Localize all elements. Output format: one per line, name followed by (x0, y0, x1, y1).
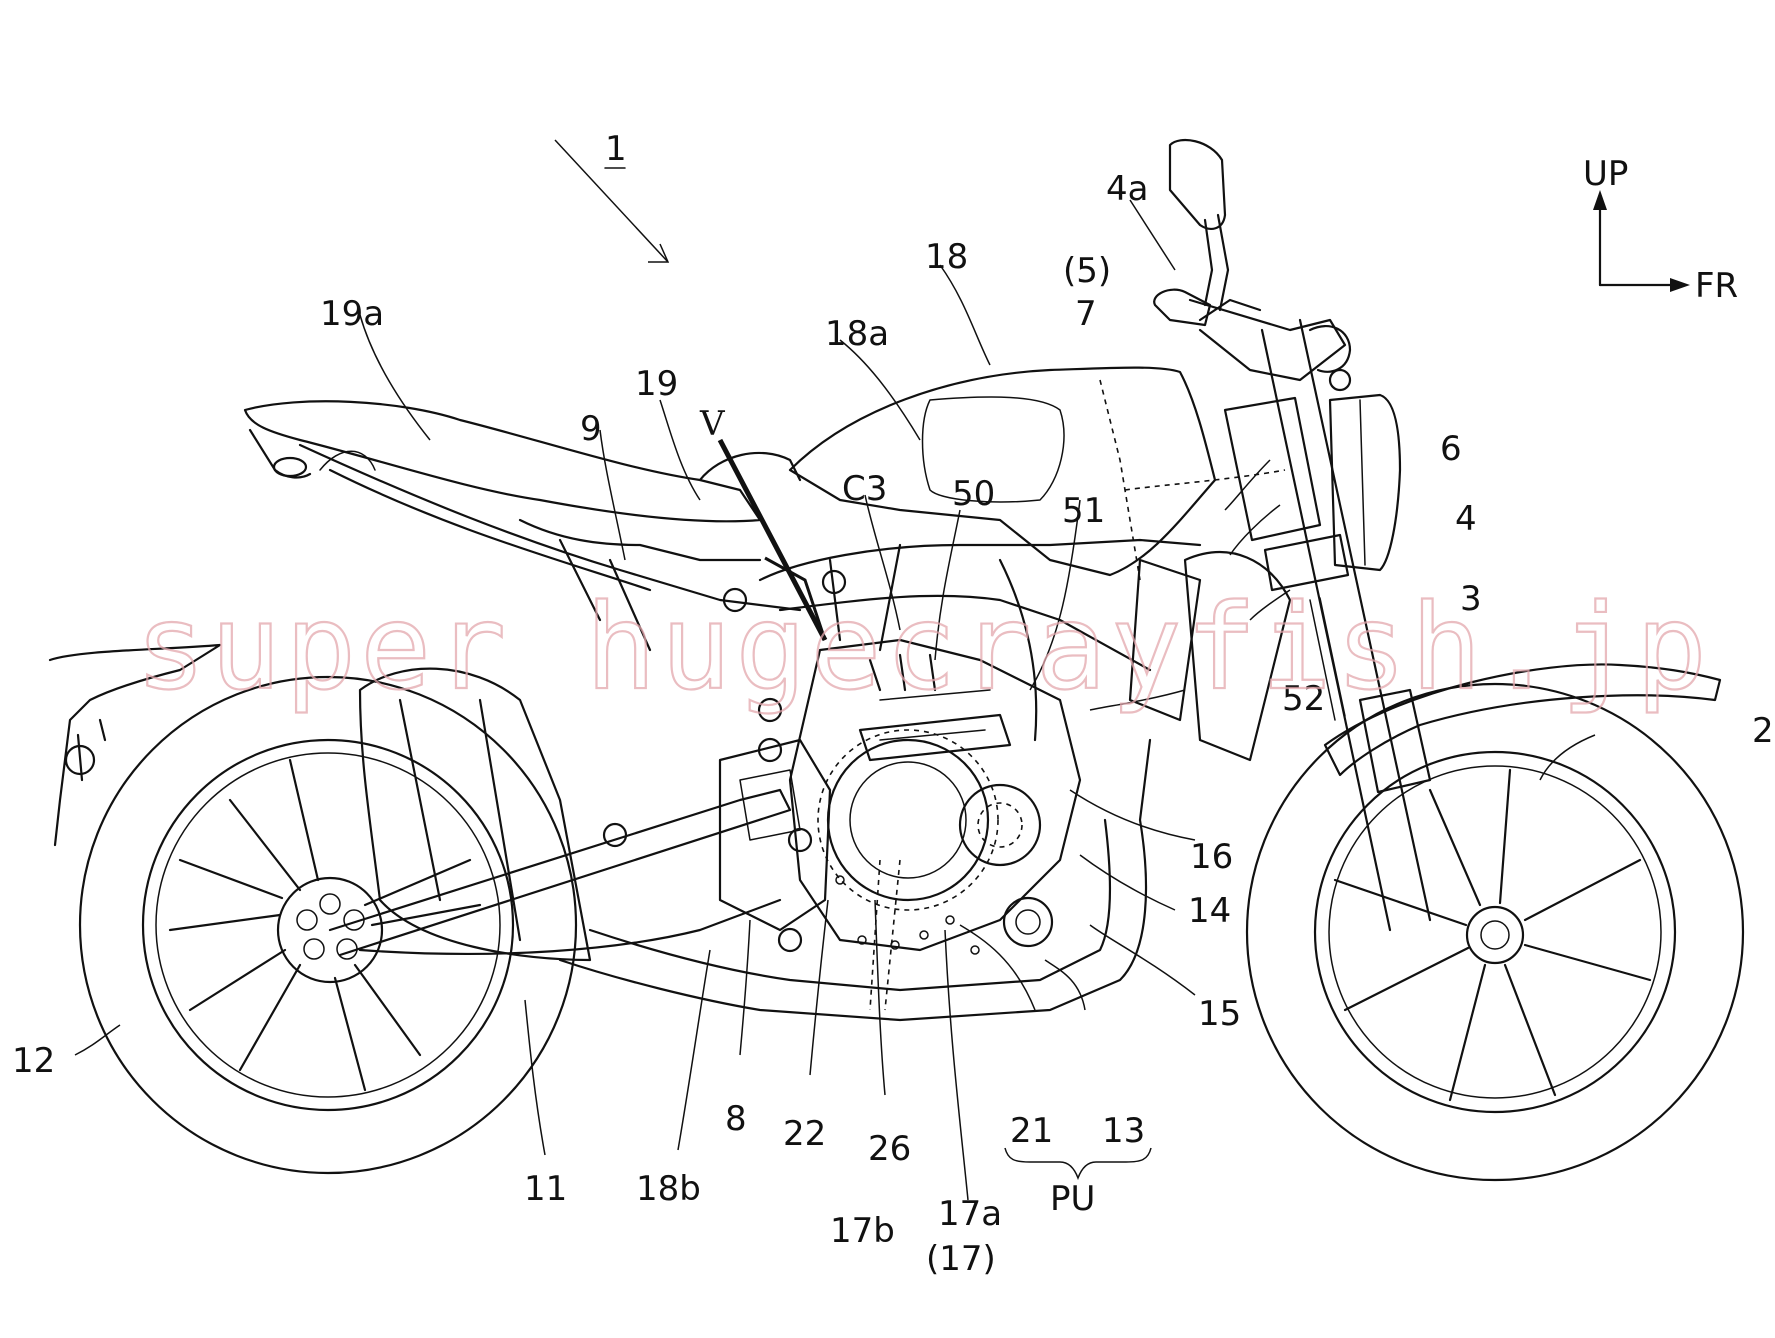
label-5: (5) (1063, 251, 1111, 291)
label-17a: 17a (938, 1194, 1002, 1234)
leader-lines (74, 139, 1596, 1201)
label-17b: 17b (830, 1211, 895, 1251)
pu-label: PU (1050, 1179, 1095, 1219)
front-wheel (1245, 682, 1745, 1182)
rear-wheel (78, 675, 578, 1175)
handlebar (1153, 288, 1352, 392)
label-12: 12 (12, 1041, 55, 1081)
label-52: 52 (1282, 679, 1325, 719)
label-22: 22 (783, 1114, 826, 1154)
label-14: 14 (1188, 891, 1231, 931)
watermark: super hugecrayfish.jp (135, 578, 1711, 716)
label-51: 51 (1062, 491, 1105, 531)
reference-labels: 1 2 3 4 4a (5) 6 7 8 9 11 12 13 14 15 16… (12, 129, 1774, 1279)
label-7: 7 (1075, 294, 1097, 334)
label-16: 16 (1190, 837, 1233, 877)
rear-frame (298, 443, 802, 652)
label-6: 6 (1440, 429, 1462, 469)
label-19a: 19a (320, 294, 384, 334)
seat (243, 400, 802, 523)
footpeg-bracket (602, 569, 847, 953)
label-15: 15 (1198, 994, 1241, 1034)
label-2: 2 (1752, 711, 1774, 751)
rear-fender (48, 643, 222, 847)
label-v: V (699, 404, 726, 444)
pu-bracket: PU (1004, 1147, 1152, 1219)
direction-up-label: UP (1583, 154, 1628, 194)
label-18: 18 (925, 237, 968, 277)
fuel-tank (788, 366, 1292, 762)
direction-indicator: UP FR (1583, 154, 1738, 306)
label-19: 19 (635, 364, 678, 404)
view-arrow-v (717, 438, 828, 642)
label-18a: 18a (825, 314, 889, 354)
direction-front-label: FR (1695, 266, 1738, 306)
label-17: (17) (926, 1239, 996, 1279)
label-26: 26 (868, 1129, 911, 1169)
label-4a: 4a (1106, 169, 1148, 209)
label-3: 3 (1460, 579, 1482, 619)
front-fork (1223, 318, 1432, 932)
label-8: 8 (725, 1099, 747, 1139)
engine (788, 638, 1082, 1011)
label-18b: 18b (636, 1169, 701, 1209)
mirror (1168, 138, 1230, 312)
label-21: 21 (1010, 1111, 1053, 1151)
exhaust (358, 667, 1152, 1022)
label-9: 9 (580, 409, 602, 449)
label-4: 4 (1455, 499, 1477, 539)
front-fender (1323, 663, 1722, 777)
label-1: 1 (605, 129, 627, 169)
label-c3: C3 (842, 469, 887, 509)
headlight (1328, 393, 1402, 572)
label-11: 11 (524, 1169, 567, 1209)
label-50: 50 (952, 474, 995, 514)
swingarm (328, 788, 792, 957)
label-13: 13 (1102, 1111, 1145, 1151)
